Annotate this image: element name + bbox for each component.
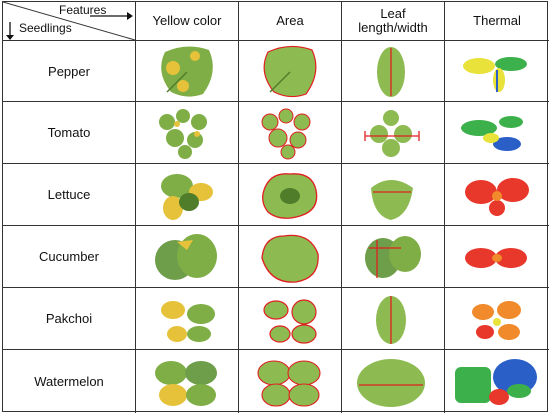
pakchoi-yellow-color-image [136,288,239,350]
pepper-thermal-image [445,41,549,102]
column-header-area: Area [239,2,342,41]
pakchoi-area-image [239,288,342,350]
watermelon-thermal-image [445,350,549,413]
tomato-area-image [239,102,342,164]
cucumber-thermal-image [445,226,549,288]
watermelon-yellow-color-image [136,350,239,413]
row-label-watermelon: Watermelon [3,350,136,413]
tomato-leaf-width-image [342,102,445,164]
pakchoi-leaf-length-image [342,288,445,350]
watermelon-leaf-width-image [342,350,445,413]
pakchoi-thermal-image [445,288,549,350]
corner-diagonal [3,2,135,40]
watermelon-area-image [239,350,342,413]
column-header-yellow-color: Yellow color [136,2,239,41]
pepper-yellow-color-image [136,41,239,102]
column-header-leaf-length-width: Leaf length/width [342,2,445,41]
lettuce-yellow-color-image [136,164,239,226]
corner-header: Features Seedlings [3,2,136,41]
tomato-yellow-color-image [136,102,239,164]
lettuce-thermal-image [445,164,549,226]
seedlings-label: Seedlings [19,21,72,35]
cucumber-leaf-width-image [342,226,445,288]
row-label-tomato: Tomato [3,102,136,164]
features-label: Features [59,3,107,17]
pepper-area-image [239,41,342,102]
row-label-pakchoi: Pakchoi [3,288,136,350]
pepper-leaf-length-image [342,41,445,102]
column-header-thermal: Thermal [445,2,549,41]
row-label-lettuce: Lettuce [3,164,136,226]
row-label-cucumber: Cucumber [3,226,136,288]
cucumber-area-image [239,226,342,288]
row-label-pepper: Pepper [3,41,136,102]
tomato-thermal-image [445,102,549,164]
lettuce-leaf-width-image [342,164,445,226]
lettuce-area-image [239,164,342,226]
cucumber-yellow-color-image [136,226,239,288]
